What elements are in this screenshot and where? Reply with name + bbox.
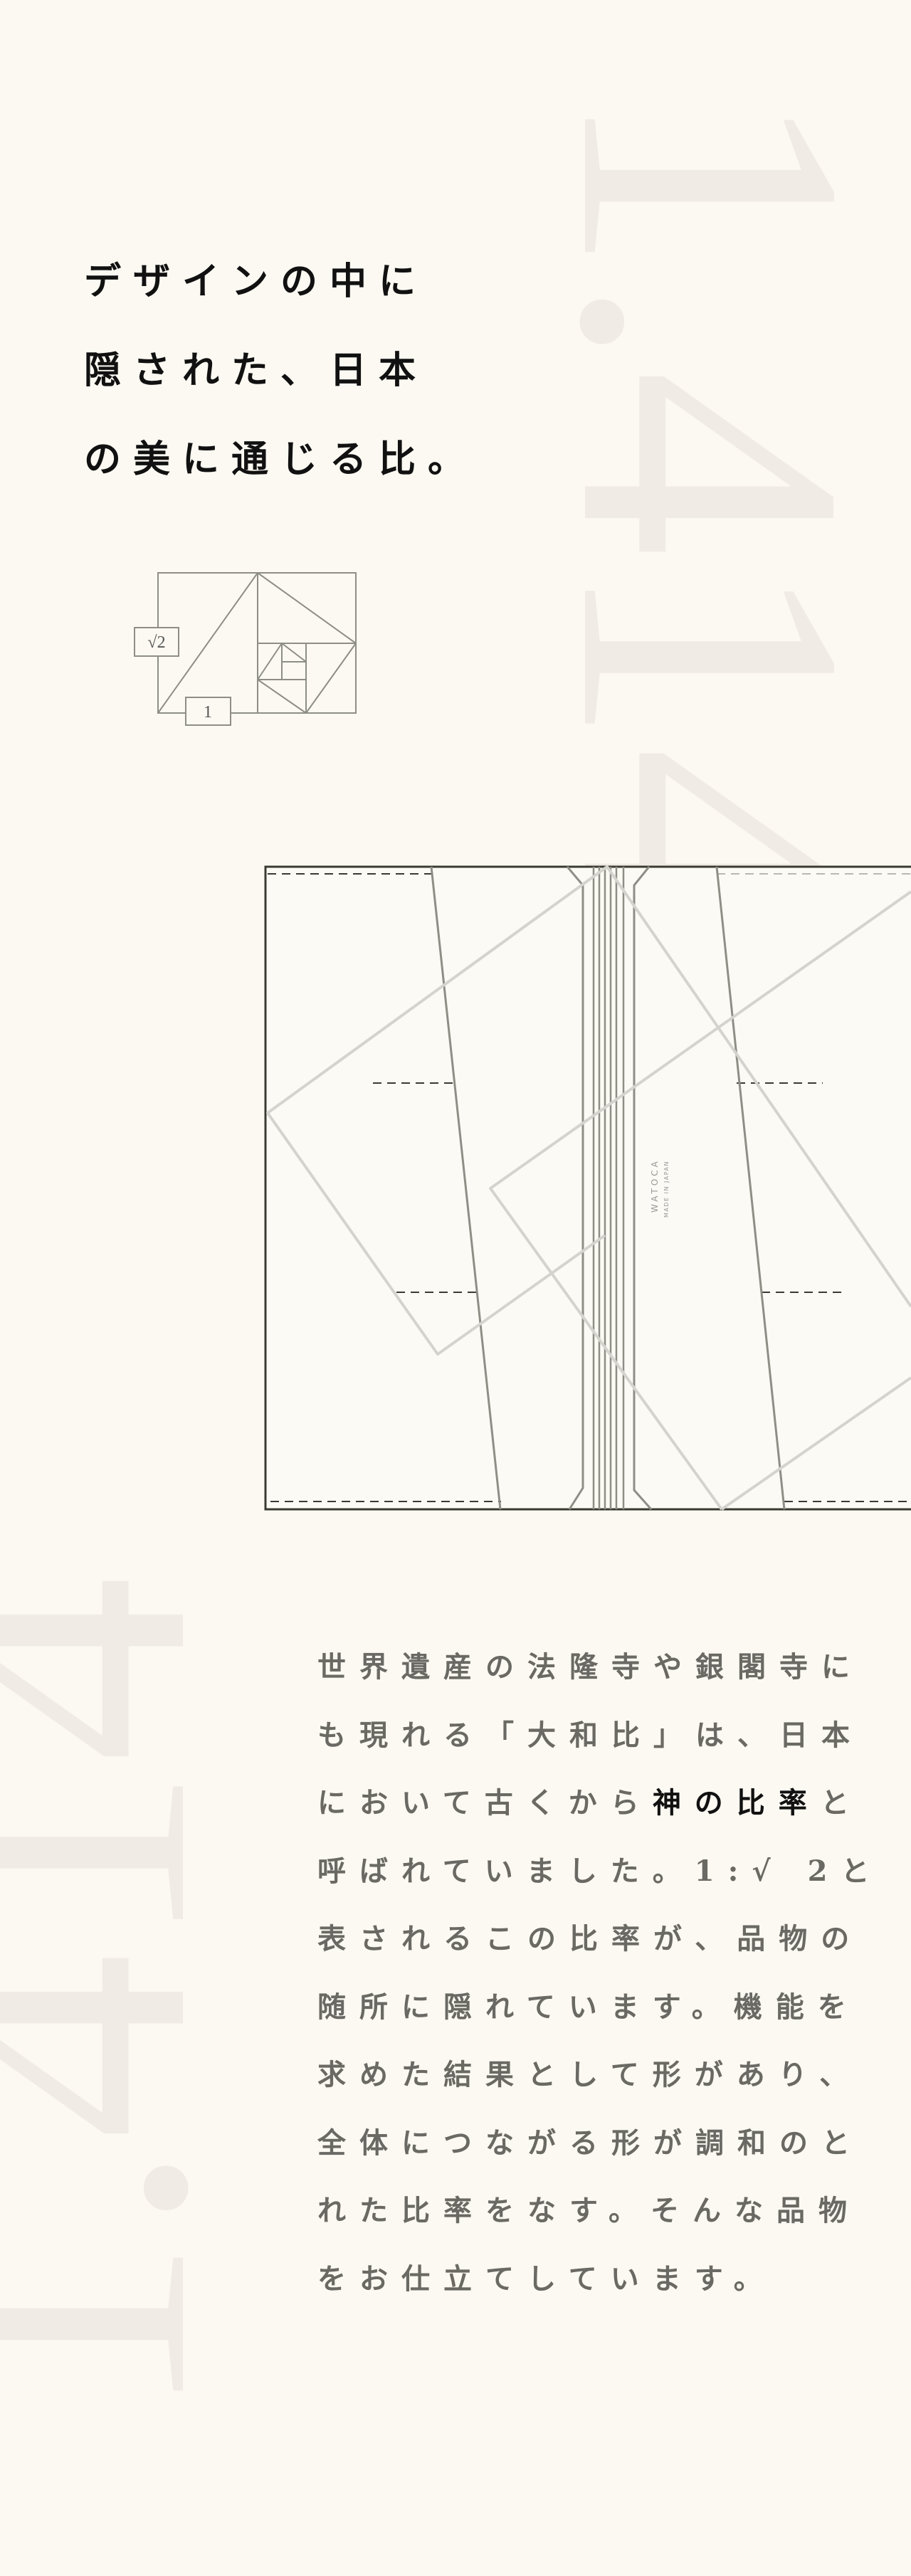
paragraph-text: と	[820, 1786, 863, 1820]
paragraph-line: 表されるこの比率が、品物の	[317, 1922, 863, 1955]
paragraph-line: において古くから神の比率と	[317, 1769, 883, 1837]
background-ratio-numeral-right: 1.414	[503, 86, 911, 935]
stitch-lines	[268, 873, 911, 1502]
cover-outline	[264, 865, 911, 1511]
emphasis-divine-ratio: 神の比率	[652, 1786, 821, 1820]
paragraph-line: をお仕立てしています。	[317, 2261, 776, 2296]
ratio-rectangles	[266, 865, 911, 1511]
sqrt2-label: √2	[147, 633, 165, 652]
one-label-box	[185, 697, 231, 726]
made-in-japan-label: MADE IN JAPAN	[663, 1161, 670, 1218]
description-paragraph: 世界遺産の法隆寺や銀閣寺に も現れる「大和比」は、日本 において古くから神の比率…	[317, 1633, 883, 2313]
pocket-lines	[430, 866, 786, 1510]
page-heading: デザインの中に 隠された、日本 の美に通じる比。	[84, 237, 477, 504]
heading-line: 隠された、日本	[84, 349, 428, 392]
notebook-cover-illustration	[264, 865, 911, 1511]
paragraph-line: れた比率をなす。そんな品物	[317, 2194, 860, 2227]
silver-ratio-diagram: √2 1	[134, 572, 357, 726]
paragraph-line: も現れる「大和比」は、日本	[317, 1718, 863, 1752]
paragraph-line: 随所に隠れています。機能を	[317, 1990, 860, 2024]
paragraph-line: 世界遺産の法隆寺や銀閣寺に	[317, 1650, 863, 1684]
spine-lines	[592, 867, 625, 1509]
sqrt2-label-box	[134, 627, 179, 657]
heading-line: の美に通じる比。	[84, 438, 478, 481]
heading-line: デザインの中に	[84, 260, 428, 303]
background-ratio-numeral-left: 1.414	[0, 1575, 265, 2424]
brand-logo: WATOCA	[650, 1158, 660, 1213]
one-label: 1	[204, 703, 212, 722]
paragraph-line: 求めた結果として形があり、	[317, 2058, 862, 2091]
paragraph-line: 全体につながる形が調和のと	[317, 2126, 863, 2160]
paragraph-line: 呼ばれていました。1:√ 2と	[317, 1854, 883, 1888]
paragraph-text: において古くから	[317, 1786, 653, 1820]
